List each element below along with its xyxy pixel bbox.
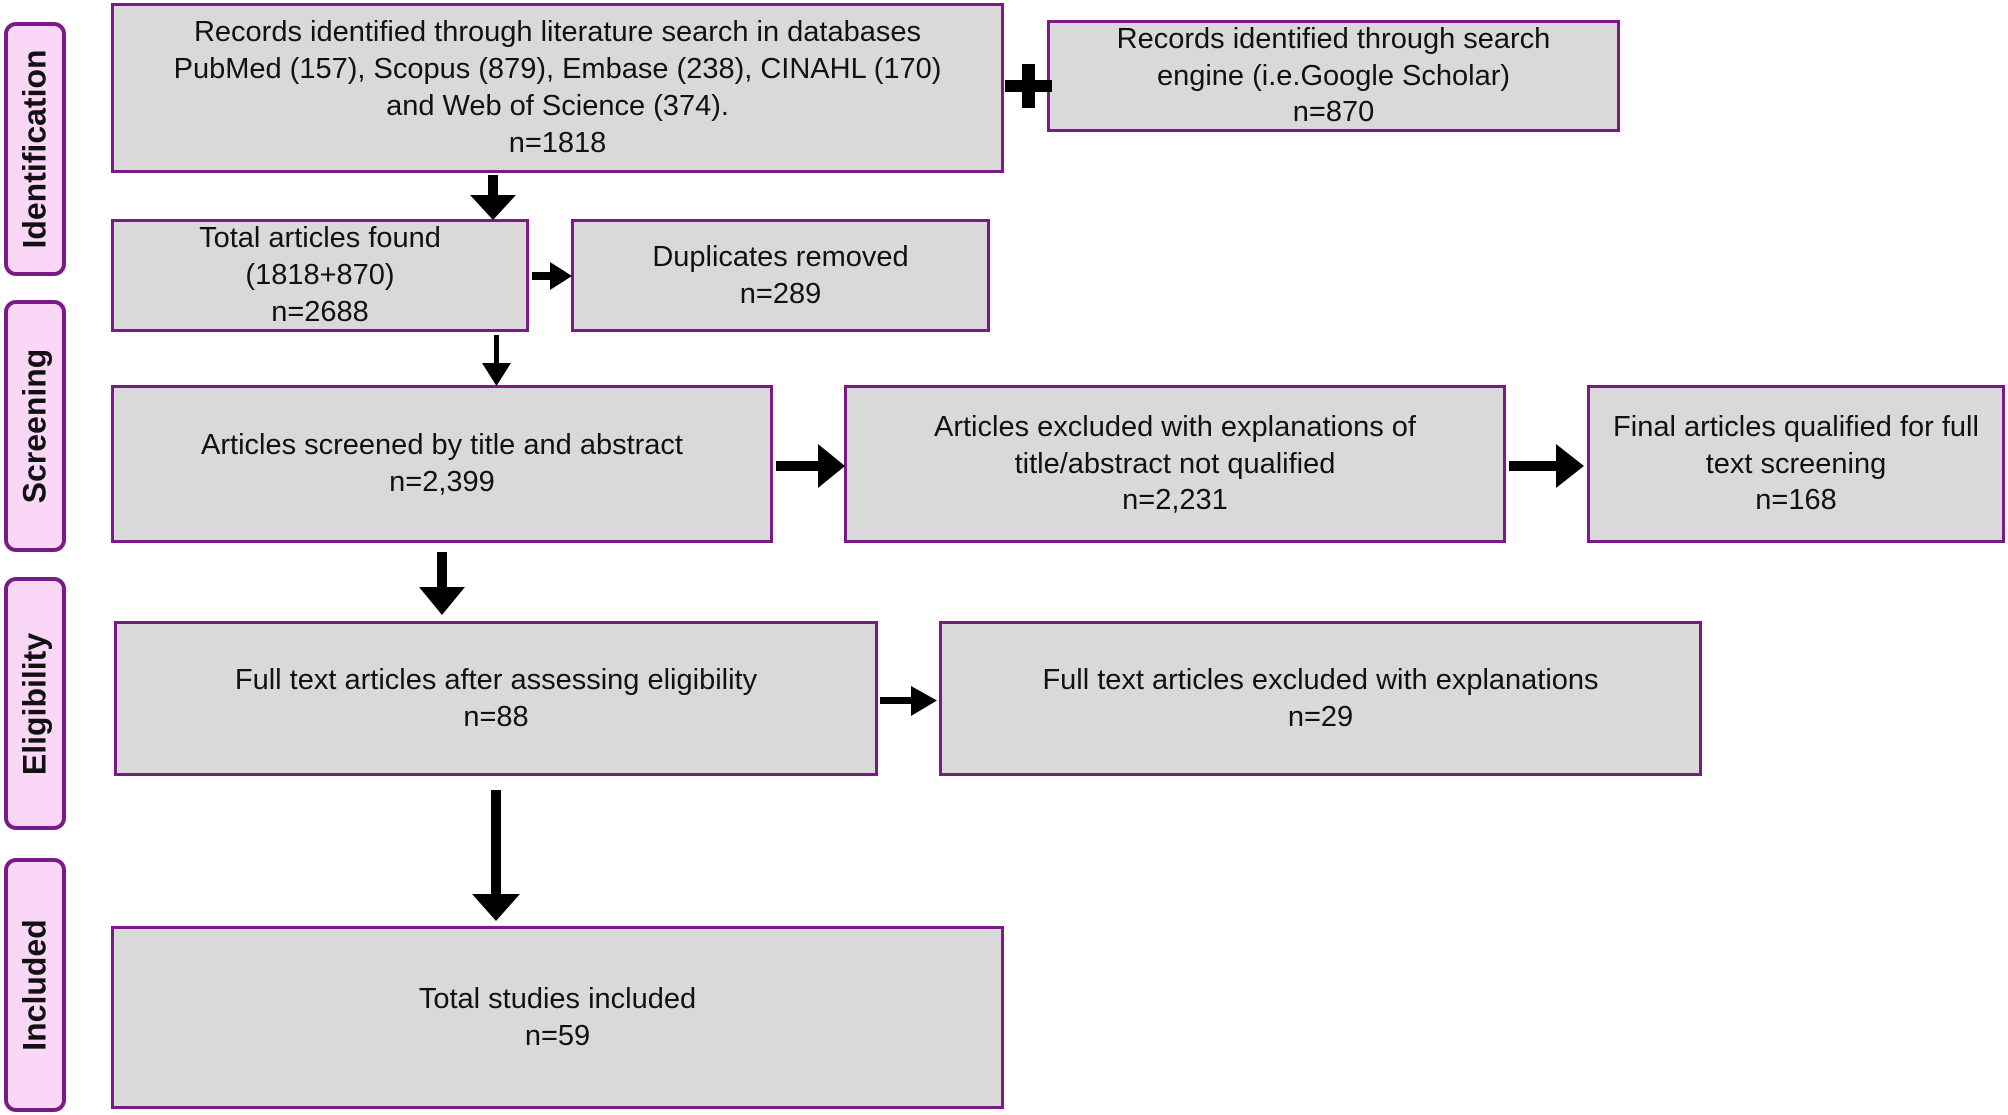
box-final-full-text: Final articles qualified for full text s… bbox=[1587, 385, 2005, 543]
box-total-included-text: Total studies included n=59 bbox=[418, 982, 697, 1052]
phase-screening: Screening bbox=[4, 300, 66, 552]
box-total-included: Total studies included n=59 bbox=[111, 926, 1004, 1109]
box-screened: Articles screened by title and abstract … bbox=[111, 385, 773, 543]
box-total-found: Total articles found (1818+870) n=2688 bbox=[111, 219, 529, 332]
box-full-text-excluded-text: Full text articles excluded with explana… bbox=[1042, 663, 1599, 733]
box-records-search-engine: Records identified through search engine… bbox=[1047, 20, 1620, 132]
box-full-text-excluded: Full text articles excluded with explana… bbox=[939, 621, 1702, 776]
phase-identification: Identification bbox=[4, 22, 66, 276]
box-screened-text: Articles screened by title and abstract … bbox=[201, 429, 683, 498]
arrow-down-eligibility bbox=[419, 552, 465, 615]
box-records-databases-text: Records identified through literature se… bbox=[173, 16, 942, 159]
box-duplicates-removed-text: Duplicates removed n=289 bbox=[652, 240, 909, 310]
box-full-text-after-eligibility: Full text articles after assessing eligi… bbox=[114, 621, 878, 776]
arrow-down-screening bbox=[482, 335, 511, 386]
arrow-right-duplicates bbox=[532, 262, 572, 290]
box-excluded-title-abstract-text: Articles excluded with explanations of t… bbox=[934, 410, 1416, 517]
box-records-databases: Records identified through literature se… bbox=[111, 3, 1004, 173]
phase-included: Included bbox=[4, 858, 66, 1112]
box-full-text-after-eligibility-text: Full text articles after assessing eligi… bbox=[234, 663, 758, 733]
arrow-right-full-text-excluded bbox=[880, 686, 937, 716]
plus-icon bbox=[1005, 64, 1052, 108]
phase-eligibility: Eligibility bbox=[4, 577, 66, 830]
box-final-full-text-text: Final articles qualified for full text s… bbox=[1613, 410, 1979, 517]
arrow-right-excluded bbox=[776, 444, 845, 488]
arrow-right-final bbox=[1509, 444, 1584, 488]
box-duplicates-removed: Duplicates removed n=289 bbox=[571, 219, 990, 332]
box-total-found-text: Total articles found (1818+870) n=2688 bbox=[199, 222, 441, 328]
arrow-down-identification bbox=[470, 175, 516, 220]
box-records-search-engine-text: Records identified through search engine… bbox=[1116, 22, 1551, 129]
box-excluded-title-abstract: Articles excluded with explanations of t… bbox=[844, 385, 1506, 543]
arrow-down-included bbox=[472, 790, 520, 921]
